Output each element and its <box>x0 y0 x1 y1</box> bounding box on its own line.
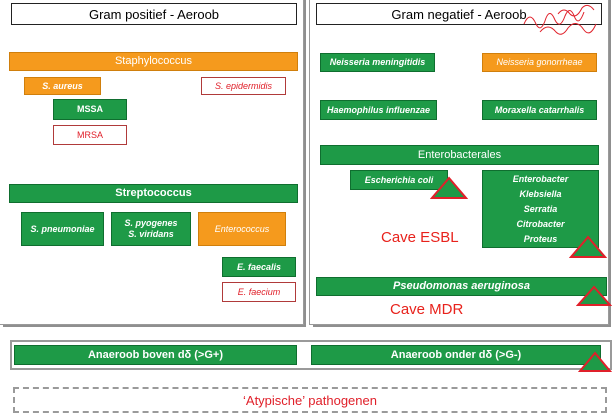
proteus-label: Proteus <box>523 233 558 244</box>
enterobacter-group-box: Enterobacter Klebsiella Serratia Citroba… <box>482 170 599 248</box>
enterobacterales-box: Enterobacterales <box>320 145 599 165</box>
mssa-box: MSSA <box>53 99 127 120</box>
pseudomonas-aeruginosa-box: Pseudomonas aeruginosa <box>316 277 607 296</box>
s-pyogenes-viridans-box: S. pyogenes S. viridans <box>111 212 191 246</box>
mrsa-box: MRSA <box>53 125 127 145</box>
s-epidermidis-box: S. epidermidis <box>201 77 286 95</box>
citrobacter-label: Citrobacter <box>516 218 565 229</box>
gram-positive-title: Gram positief - Aeroob <box>11 3 297 25</box>
enterococcus-box: Enterococcus <box>198 212 286 246</box>
s-viridans-label: S. viridans <box>128 229 174 239</box>
warning-triangle-icon <box>430 176 468 199</box>
e-faecium-box: E. faecium <box>222 282 296 302</box>
warning-triangle-icon <box>578 351 612 372</box>
gram-negative-title: Gram negatief - Aeroob <box>316 3 602 25</box>
klebsiella-label: Klebsiella <box>519 188 562 199</box>
escherichia-coli-box: Escherichia coli <box>350 170 448 190</box>
moraxella-catarrhalis-box: Moraxella catarrhalis <box>482 100 597 120</box>
streptococcus-box: Streptococcus <box>9 184 298 203</box>
s-aureus-box: S. aureus <box>24 77 101 95</box>
enterobacter-label: Enterobacter <box>512 173 569 184</box>
cave-esbl-label: Cave ESBL <box>381 229 459 246</box>
staphylococcus-box: Staphylococcus <box>9 52 298 71</box>
neisseria-meningitidis-box: Neisseria meningitidis <box>320 53 435 72</box>
warning-triangle-icon <box>569 235 607 258</box>
warning-triangle-icon <box>576 285 612 306</box>
e-faecalis-box: E. faecalis <box>222 257 296 277</box>
haemophilus-influenzae-box: Haemophilus influenzae <box>320 100 437 120</box>
anaerobes-above-box: Anaeroob boven dδ (>G+) <box>14 345 297 365</box>
serratia-label: Serratia <box>523 203 558 214</box>
atypical-pathogens-box: ‘Atypische’ pathogenen <box>13 387 607 413</box>
s-pyogenes-label: S. pyogenes <box>124 218 178 228</box>
scribble-annotation <box>523 4 597 35</box>
neisseria-gonorrheae-box: Neisseria gonorrheae <box>482 53 597 72</box>
s-pneumoniae-box: S. pneumoniae <box>21 212 104 246</box>
anaerobes-below-box: Anaeroob onder dδ (>G-) <box>311 345 601 365</box>
cave-mdr-label: Cave MDR <box>390 301 464 318</box>
